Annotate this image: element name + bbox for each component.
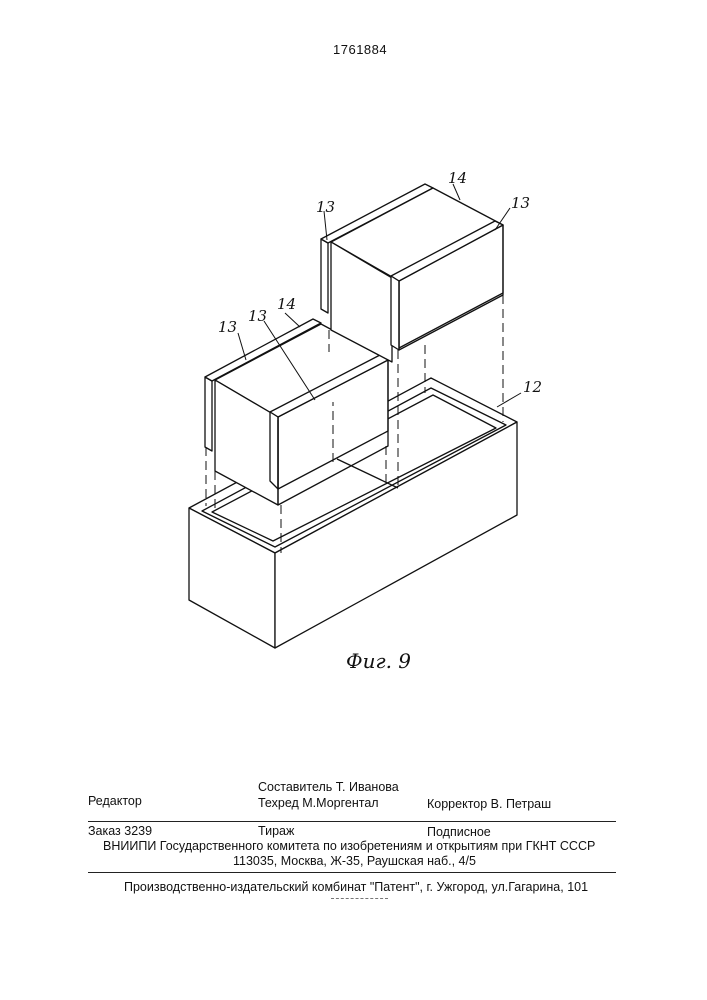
address-line: 113035, Москва, Ж-35, Раушская наб., 4/5 (233, 854, 476, 868)
upper-block (321, 184, 503, 362)
publisher-line: Производственно-издательский комбинат "П… (124, 880, 588, 894)
editor-label: Редактор (88, 794, 142, 808)
subscription-line: Подписное (427, 825, 491, 839)
label-13-upper-left: 13 (316, 198, 335, 216)
order-line: Заказ 3239 (88, 824, 152, 838)
figure-caption: Фиг. 9 (346, 649, 411, 673)
label-13-lower-right: 13 (248, 307, 267, 325)
label-12-container: 12 (523, 378, 542, 396)
techred-line: Техред М.Моргентал (258, 796, 379, 810)
label-13-upper-right: 13 (511, 194, 530, 212)
label-14-lower: 14 (277, 295, 296, 313)
scan-mark (331, 898, 388, 899)
corrector-line: Корректор В. Петраш (427, 797, 551, 811)
institution-line: ВНИИПИ Государственного комитета по изоб… (103, 839, 595, 853)
label-14-upper: 14 (448, 169, 467, 187)
imprint-rule-bottom (88, 872, 616, 873)
label-13-lower-left: 13 (218, 318, 237, 336)
compiler-line: Составитель Т. Иванова (258, 780, 399, 794)
imprint-rule-top (88, 821, 616, 822)
circulation-line: Тираж (258, 824, 294, 838)
